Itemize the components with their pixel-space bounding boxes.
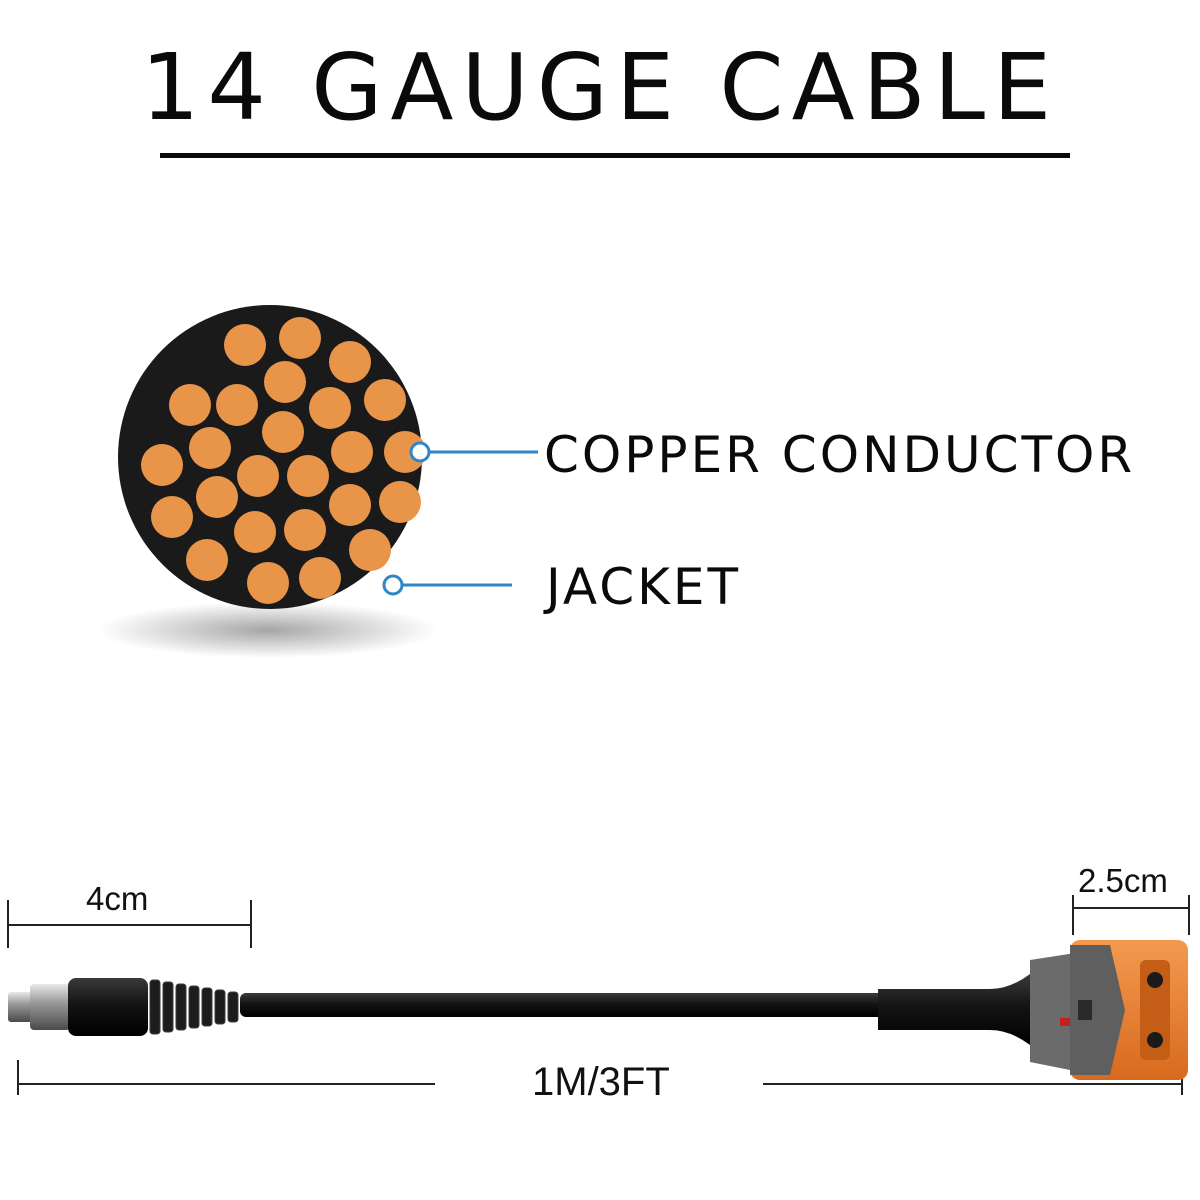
copper-strand	[329, 484, 371, 526]
xt-latch	[1078, 1000, 1092, 1020]
dc-plug-barrel	[30, 984, 70, 1030]
copper-strand	[349, 529, 391, 571]
xt-red-wire	[1060, 1018, 1070, 1026]
dimension-right	[1072, 895, 1190, 935]
callout-conductor	[409, 441, 538, 463]
copper-strand	[284, 509, 326, 551]
xt-pin-bottom	[1147, 1032, 1163, 1048]
copper-strand	[279, 317, 321, 359]
copper-strand	[329, 341, 371, 383]
copper-strands	[141, 317, 426, 604]
conductor-label: COPPER CONDUCTOR	[544, 426, 1136, 484]
copper-strand	[169, 384, 211, 426]
jacket-label: JACKET	[546, 558, 742, 616]
copper-strand	[384, 431, 426, 473]
copper-strand	[264, 361, 306, 403]
heat-shrink	[878, 974, 1030, 1045]
dc-plug-strain-relief	[149, 979, 239, 1035]
title-underline	[160, 153, 1070, 158]
cable-wire	[240, 993, 885, 1017]
copper-strand	[237, 455, 279, 497]
dc-plug-body	[68, 978, 148, 1036]
copper-strand	[141, 444, 183, 486]
left-connector-dimension: 4cm	[86, 880, 149, 917]
dc-plug-ridge	[201, 987, 213, 1027]
dc-plug-ridge	[214, 989, 226, 1025]
dc-plug-ridge	[162, 981, 174, 1033]
copper-strand	[189, 427, 231, 469]
dc-plug-ridge	[149, 979, 161, 1035]
xt-pin-top	[1147, 972, 1163, 988]
copper-strand	[234, 511, 276, 553]
conductor-leader-dot	[409, 441, 431, 463]
xt-grip	[1070, 945, 1125, 1075]
cable-cross-section-icon	[98, 305, 438, 658]
right-connector-dimension: 2.5cm	[1078, 862, 1168, 899]
dc-plug-ridge	[175, 983, 187, 1031]
xt-face	[1140, 960, 1170, 1060]
copper-strand	[186, 539, 228, 581]
copper-strand	[262, 411, 304, 453]
copper-strand	[364, 379, 406, 421]
copper-strand	[379, 481, 421, 523]
xt60-connector-icon	[1030, 940, 1188, 1080]
dc-plug-ridge	[188, 985, 200, 1029]
copper-strand	[216, 384, 258, 426]
dc-plug-ridge	[227, 991, 239, 1023]
dimension-left	[7, 900, 252, 948]
dc-plug-tip	[8, 992, 32, 1022]
copper-strand	[287, 455, 329, 497]
callout-jacket	[382, 574, 512, 596]
copper-strand	[151, 496, 193, 538]
copper-strand	[309, 387, 351, 429]
copper-strand	[247, 562, 289, 604]
page-title: 14 GAUGE CABLE	[140, 34, 1060, 141]
copper-strand	[224, 324, 266, 366]
dc-barrel-plug-icon	[8, 978, 239, 1036]
copper-strand	[331, 431, 373, 473]
cable-body	[240, 974, 1030, 1045]
cross-section-shadow	[98, 602, 438, 658]
jacket-leader-dot	[382, 574, 404, 596]
copper-strand	[196, 476, 238, 518]
total-length-label: 1M/3FT	[532, 1060, 670, 1104]
copper-strand	[299, 557, 341, 599]
